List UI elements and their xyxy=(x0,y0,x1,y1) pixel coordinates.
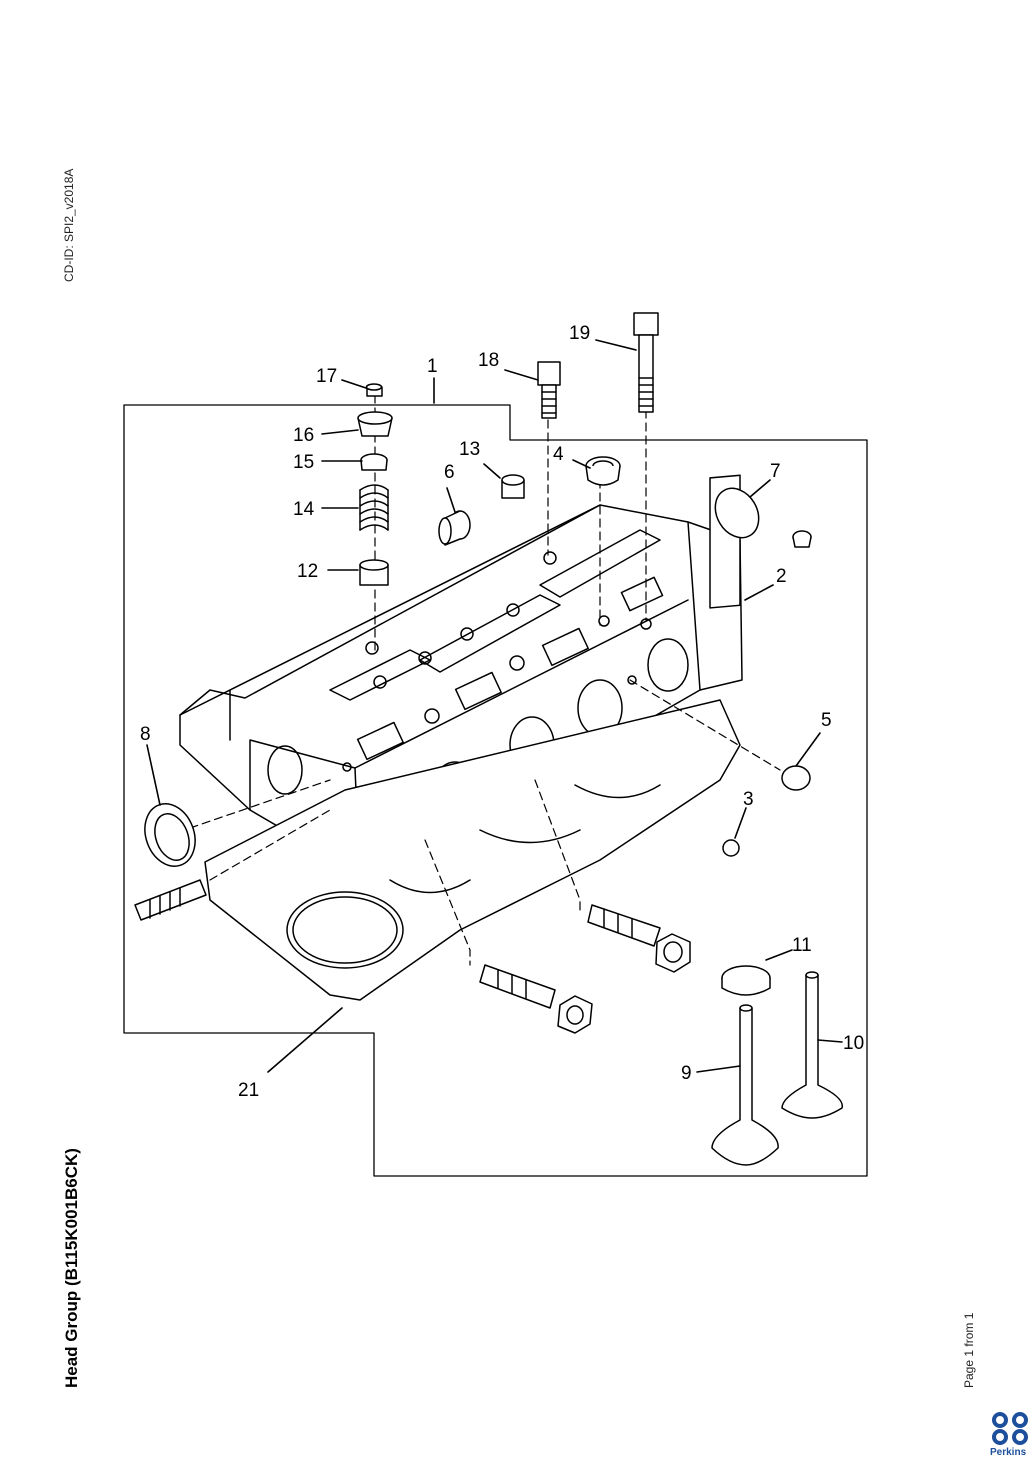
stud-left xyxy=(134,879,207,921)
callout-2: 2 xyxy=(776,566,787,587)
callout-1: 1 xyxy=(427,356,438,377)
callout-12: 12 xyxy=(297,561,318,582)
valve-10 xyxy=(781,971,844,1119)
callout-9: 9 xyxy=(681,1063,692,1084)
bolt-19 xyxy=(633,312,659,413)
screw-plug xyxy=(792,530,812,548)
callout-10: 10 xyxy=(843,1033,864,1054)
callout-11: 11 xyxy=(792,935,812,956)
callout-15: 15 xyxy=(293,452,314,473)
callout-16: 16 xyxy=(293,425,314,446)
callout-3: 3 xyxy=(743,789,754,810)
callout-14: 14 xyxy=(293,499,315,520)
callout-17: 17 xyxy=(316,366,337,387)
ring-4 xyxy=(585,456,621,486)
dowel-3 xyxy=(722,839,740,857)
callout-21: 21 xyxy=(238,1080,259,1101)
callout-8: 8 xyxy=(140,724,151,745)
plug-7 xyxy=(714,487,760,539)
sleeve-6 xyxy=(438,510,471,546)
head-gasket xyxy=(204,699,741,1001)
valve-spring-14 xyxy=(359,484,389,531)
callout-7: 7 xyxy=(770,461,781,482)
callout-6: 6 xyxy=(444,462,455,483)
bolt-18 xyxy=(537,361,561,419)
collet-15 xyxy=(360,453,388,471)
callout-19: 19 xyxy=(569,323,590,344)
seal-ring-8 xyxy=(144,803,196,867)
group-boundary xyxy=(123,404,868,1177)
plug-5 xyxy=(781,765,811,791)
valve-seat-11 xyxy=(721,965,771,996)
valve-seal-12 xyxy=(359,559,389,586)
cap-13 xyxy=(501,474,525,499)
callout-18: 18 xyxy=(478,350,499,371)
stud-nut-2 xyxy=(587,904,691,973)
perkins-logo-icon xyxy=(992,1412,1028,1445)
callout-4: 4 xyxy=(553,444,564,465)
valve-cap-17 xyxy=(365,383,383,397)
callout-5: 5 xyxy=(821,710,832,731)
callout-13: 13 xyxy=(459,439,480,460)
stud-nut-1 xyxy=(479,964,593,1034)
brand-name: Perkins xyxy=(990,1447,1027,1458)
spring-cap-16 xyxy=(357,411,393,437)
valve-9 xyxy=(711,1004,779,1166)
